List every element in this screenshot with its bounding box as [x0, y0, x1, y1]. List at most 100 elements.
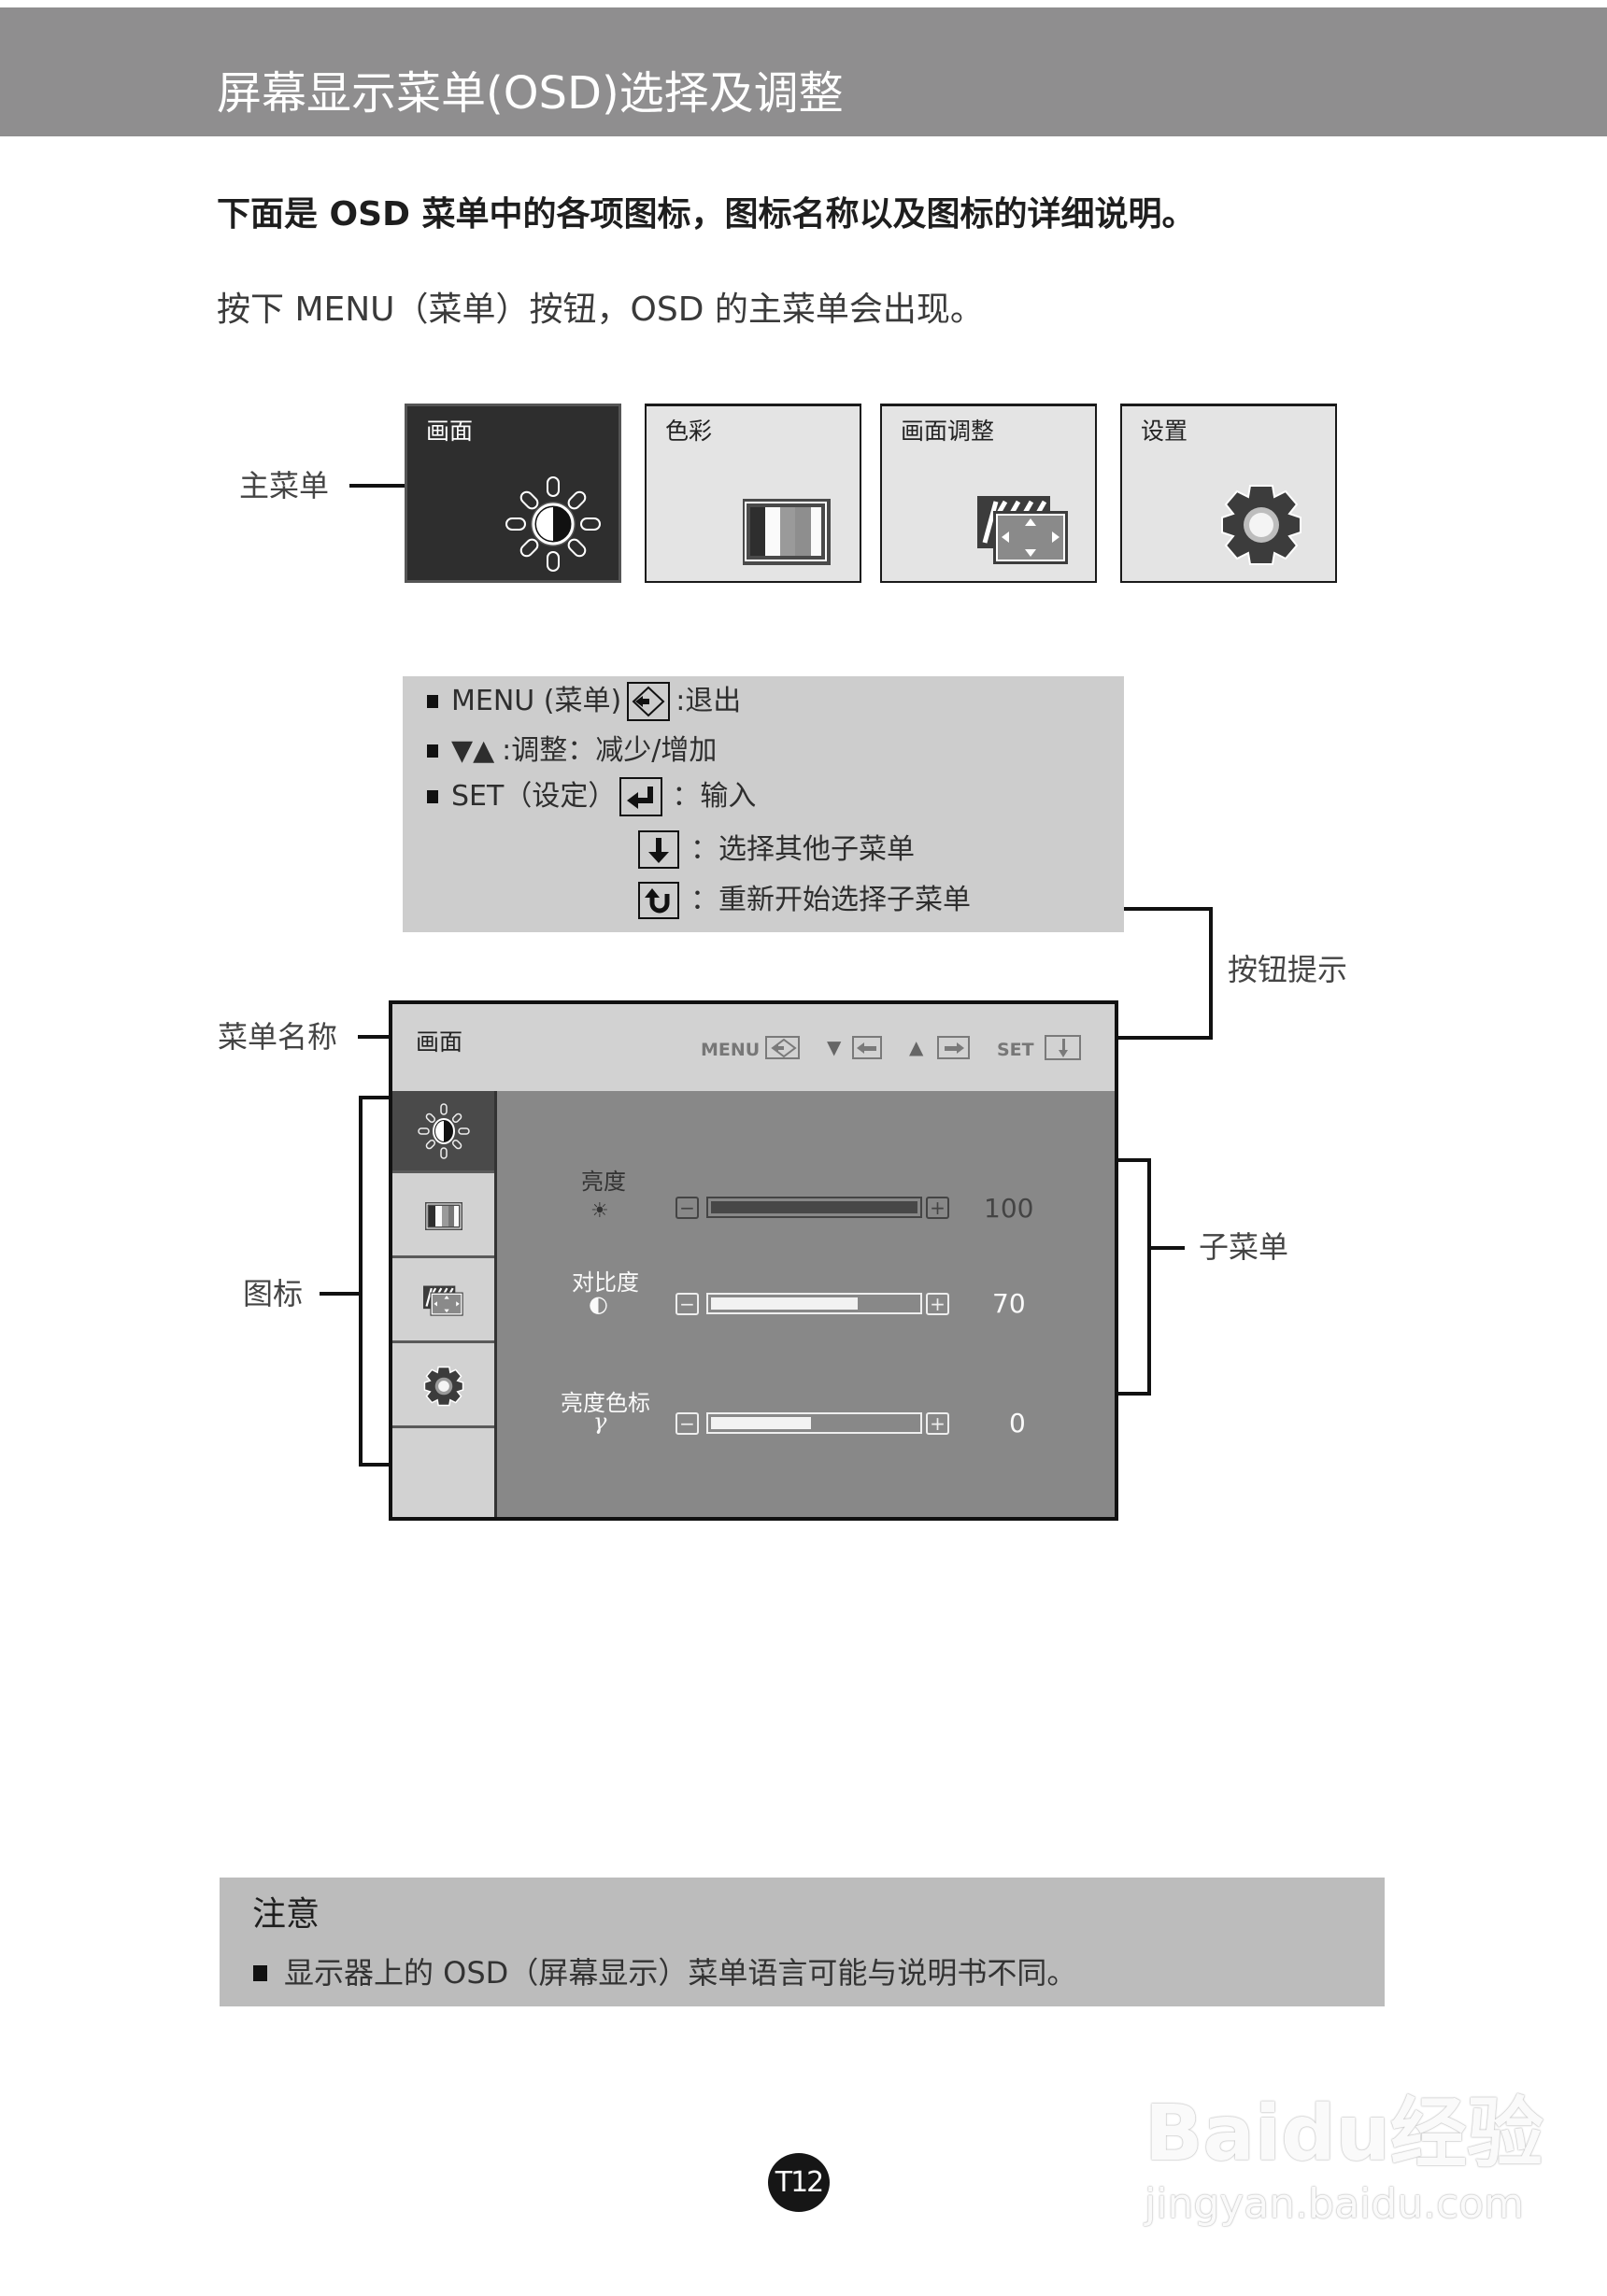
brightness-sun-icon [417, 1102, 470, 1159]
note-text-row: 显示器上的 OSD（屏幕显示）菜单语言可能与说明书不同。 [253, 1954, 1076, 1991]
osd-right-arrow-icon [937, 1036, 970, 1059]
color-bars-icon [424, 1201, 462, 1230]
hint-desc: :退出 [676, 685, 742, 717]
main-menu-item-picture[interactable]: 画面 [405, 404, 621, 583]
callout-line [358, 1035, 391, 1039]
hint-key-label: SET（设定） [451, 780, 617, 813]
gear-icon [423, 1366, 463, 1406]
icons-callout: 图标 [243, 1276, 304, 1311]
osd-icon-picture-adjust[interactable] [392, 1261, 494, 1343]
hint-desc: ：选择其他子菜单 [690, 832, 915, 866]
osd-icon-column [392, 1091, 497, 1517]
gamma-decrease-button[interactable]: − [676, 1412, 699, 1435]
callout-line [359, 1096, 391, 1099]
hint-row-set: SET（设定） ：输入 [427, 777, 756, 816]
osd-down-triangle-icon: ▼ [827, 1036, 842, 1058]
brightness-small-sun-icon: ☀ [590, 1199, 609, 1223]
bullet-icon [427, 695, 438, 708]
brightness-value: 100 [984, 1193, 1034, 1224]
picture-adjust-icon [977, 496, 1068, 564]
osd-icon-picture[interactable] [392, 1091, 494, 1173]
menu-exit-icon [627, 682, 671, 721]
enter-icon [619, 777, 663, 816]
osd-submenu-area: 亮度 ☀ − + 100 对比度 ◐ − + 70 亮度色标 γ − + 0 [497, 1091, 1115, 1517]
menu-name-callout: 菜单名称 [218, 1019, 338, 1055]
main-menu-item-picture-adjust[interactable]: 画面调整 [880, 404, 1097, 583]
submenu-callout: 子菜单 [1199, 1229, 1289, 1265]
header-band [0, 7, 1607, 136]
main-menu-item-label: 画面调整 [901, 418, 995, 445]
contrast-increase-button[interactable]: + [926, 1293, 949, 1315]
hint-row-menu: MENU (菜单) :退出 [427, 682, 741, 721]
gamma-slider-fill [711, 1417, 811, 1429]
hint-row-restart-submenu: ：重新开始选择子菜单 [638, 882, 971, 919]
callout-line [1124, 907, 1213, 911]
hint-key-label: ▼▲ [451, 734, 495, 767]
osd-menu-key-label: MENU [701, 1040, 761, 1060]
hint-row-next-submenu: ：选择其他子菜单 [638, 830, 915, 869]
button-hints-panel: MENU (菜单) :退出 ▼▲ :调整：减少/增加 SET（设定） ：输入 [403, 676, 1124, 932]
hint-desc: ：重新开始选择子菜单 [690, 884, 971, 916]
main-menu-item-color[interactable]: 色彩 [645, 404, 861, 583]
note-text: 显示器上的 OSD（屏幕显示）菜单语言可能与说明书不同。 [284, 1955, 1077, 1991]
baidu-watermark: Baidu经验 jingyan.baidu.com [1145, 2055, 1543, 2232]
main-menu-item-label: 设置 [1141, 418, 1188, 445]
gamma-slider[interactable] [706, 1412, 922, 1434]
contrast-value: 70 [992, 1288, 1026, 1319]
brightness-slider[interactable] [706, 1197, 922, 1218]
callout-line [1149, 1246, 1185, 1250]
callout-line [1116, 1392, 1151, 1396]
osd-header: 画面 MENU ▼ ▲ SET [392, 1004, 1115, 1090]
gear-icon [1221, 485, 1301, 565]
hint-desc: :调整：减少/增加 [502, 734, 718, 767]
watermark-url: jingyan.baidu.com [1145, 2180, 1525, 2228]
hint-desc: ：输入 [672, 780, 757, 813]
callout-line [359, 1463, 391, 1467]
callout-line [320, 1292, 361, 1296]
down-arrow-icon [638, 830, 679, 869]
bullet-icon [427, 744, 438, 758]
submenu-label-contrast: 对比度 [572, 1269, 639, 1296]
watermark-logo: Baidu经验 [1145, 2090, 1544, 2178]
callout-line [349, 484, 405, 488]
page-number-badge: T12 [768, 2153, 830, 2212]
main-menu-callout: 主菜单 [239, 468, 330, 503]
bullet-icon [427, 790, 438, 803]
osd-set-key-label: SET [997, 1040, 1034, 1060]
osd-window: 画面 MENU ▼ ▲ SET [389, 1000, 1118, 1521]
callout-line [1116, 1158, 1151, 1162]
hint-key-label: MENU (菜单) [451, 685, 622, 717]
callout-line [1147, 1158, 1151, 1396]
main-menu-item-label: 色彩 [665, 418, 713, 445]
contrast-slider-fill [711, 1297, 858, 1310]
contrast-half-circle-icon: ◐ [589, 1291, 608, 1317]
osd-icon-settings[interactable] [392, 1346, 494, 1428]
note-title: 注意 [252, 1895, 320, 1934]
color-bars-icon [743, 499, 831, 565]
note-box: 注意 显示器上的 OSD（屏幕显示）菜单语言可能与说明书不同。 [220, 1878, 1385, 2006]
bullet-icon [253, 1964, 267, 1981]
button-hints-callout: 按钮提示 [1228, 952, 1348, 987]
submenu-label-brightness: 亮度 [581, 1169, 626, 1195]
main-menu-item-settings[interactable]: 设置 [1120, 404, 1337, 583]
osd-down-arrow-icon [1045, 1035, 1081, 1060]
gamma-value: 0 [1009, 1408, 1026, 1439]
intro-text-1: 下面是 OSD 菜单中的各项图标，图标名称以及图标的详细说明。 [217, 195, 1196, 234]
contrast-decrease-button[interactable]: − [676, 1293, 699, 1315]
brightness-sun-icon [505, 476, 601, 572]
callout-line [1116, 1036, 1213, 1040]
osd-menu-title: 画面 [416, 1028, 463, 1056]
callout-line [359, 1096, 363, 1466]
gamma-increase-button[interactable]: + [926, 1412, 949, 1435]
page-title: 屏幕显示菜单(OSD)选择及调整 [217, 67, 844, 120]
restart-arrow-icon [638, 882, 679, 919]
osd-icon-color[interactable] [392, 1176, 494, 1258]
main-menu-item-label: 画面 [426, 418, 474, 445]
hint-row-adjust: ▼▲ :调整：减少/增加 [427, 732, 717, 770]
osd-left-arrow-icon [852, 1036, 882, 1059]
callout-line [1209, 907, 1213, 1040]
brightness-decrease-button[interactable]: − [676, 1197, 699, 1219]
contrast-slider[interactable] [706, 1293, 922, 1314]
brightness-increase-button[interactable]: + [926, 1197, 949, 1219]
osd-up-triangle-icon: ▲ [909, 1036, 924, 1058]
